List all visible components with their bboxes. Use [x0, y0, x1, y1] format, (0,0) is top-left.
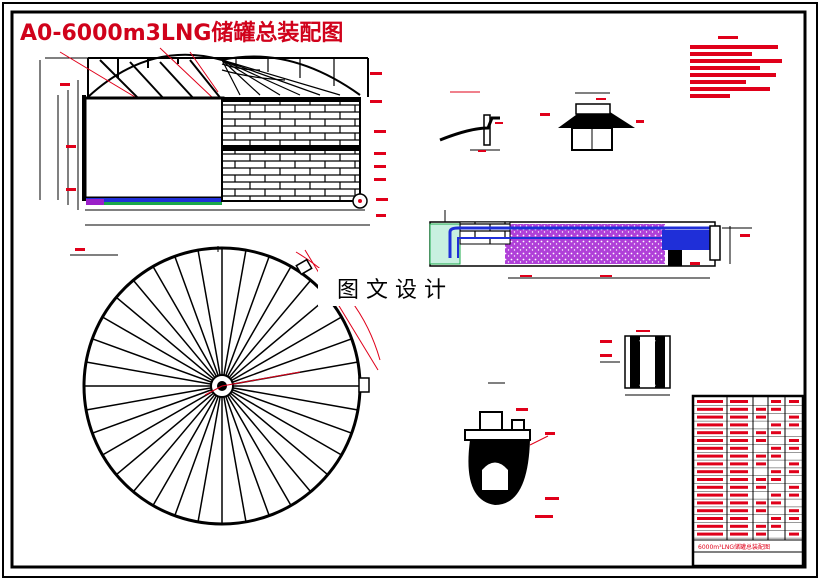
roof-rib [85, 361, 212, 385]
roof-rib [92, 389, 212, 434]
title-block: 6000m³LNG储罐总装配图 [691, 394, 805, 568]
roof-rib [231, 390, 342, 456]
roof-rib [174, 396, 219, 516]
roof-rib [232, 387, 359, 411]
roof-rib [132, 393, 216, 493]
roof-rib [152, 266, 218, 377]
detail-support-clamp [464, 382, 559, 518]
detail-manhole-cover [540, 92, 644, 151]
roof-rib [223, 396, 247, 523]
roof-rib [232, 338, 352, 383]
roof-rib [228, 279, 312, 379]
roof-rib [152, 395, 218, 506]
roof-rib [226, 395, 292, 506]
roof-rib [174, 256, 219, 376]
watermark-text: 图 文 设 计 [337, 278, 446, 303]
roof-rib [92, 338, 212, 383]
detail-pipe-penetration [429, 210, 752, 279]
roof-rib [229, 296, 329, 380]
roof-rib [223, 249, 247, 376]
roof-rib [226, 266, 292, 377]
detail-bracket-a [439, 91, 503, 152]
drawing-title: A0-6000m3LNG储罐总装配图 [20, 20, 343, 46]
roof-rib [102, 390, 213, 456]
roof-rib [228, 393, 312, 493]
roof-rib [197, 249, 221, 376]
roof-rib [132, 279, 216, 379]
roof-rib [102, 316, 213, 382]
roof-rib [232, 389, 352, 434]
roof-rib [115, 392, 215, 476]
roof-rib [225, 396, 270, 516]
roof-rib [225, 256, 270, 376]
roof-rib [197, 396, 221, 523]
roof-rib [115, 296, 215, 380]
tank-elevation-section [39, 47, 388, 256]
technical-notes-block [690, 36, 782, 98]
roof-rib [85, 387, 212, 411]
roof-rib [231, 316, 342, 382]
watermark-box: 图 文 设 计 [318, 268, 498, 306]
detail-flange-section [600, 330, 671, 396]
title-block-name: 6000m³LNG储罐总装配图 [698, 543, 770, 551]
roof-rib [229, 392, 329, 476]
